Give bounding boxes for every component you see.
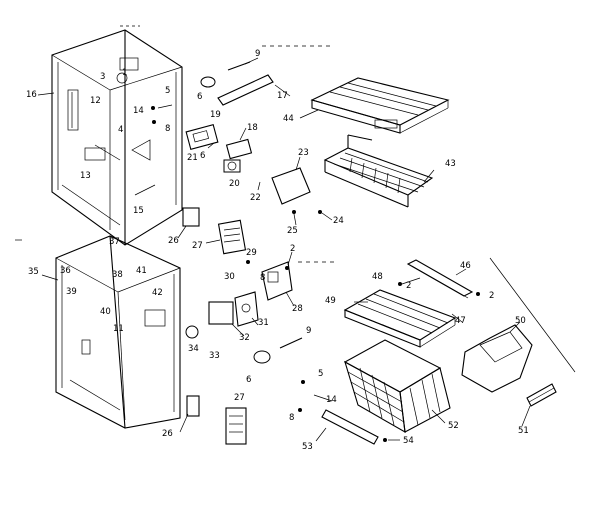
wire-basket-52: [343, 339, 451, 434]
label-31: 31: [258, 318, 269, 328]
label-15: 15: [133, 206, 144, 216]
label-1: 1: [122, 68, 127, 78]
label-17: 17: [277, 91, 288, 101]
guide-line: [489, 257, 576, 373]
label-38: 38: [112, 270, 123, 280]
upper-cabinet-liner: [51, 29, 183, 246]
label-23: 23: [298, 148, 309, 158]
label-39: 39: [66, 287, 77, 297]
label-25: 25: [287, 226, 298, 236]
label-32: 32: [239, 333, 250, 343]
leader-lines: [37, 57, 531, 442]
label-19: 19: [210, 110, 221, 120]
label-34: 34: [188, 344, 199, 354]
lower-cabinet-liner: [55, 235, 181, 429]
label-12: 12: [90, 96, 101, 106]
label-20: 20: [229, 179, 240, 189]
label-2-b: 2: [406, 281, 411, 291]
label-16: 16: [26, 90, 37, 100]
label-5-top: 5: [165, 86, 170, 96]
label-28: 28: [292, 304, 303, 314]
label-27-top: 27: [192, 241, 203, 251]
label-6-bottom: 6: [246, 375, 251, 385]
wire-shelf-43: [323, 134, 434, 208]
label-13: 13: [80, 171, 91, 181]
label-54: 54: [403, 436, 414, 446]
label-26-top: 26: [168, 236, 179, 246]
label-26-bottom: 26: [162, 429, 173, 439]
label-33: 33: [209, 351, 220, 361]
label-35: 35: [28, 267, 39, 277]
label-14-bottom: 14: [326, 395, 337, 405]
label-41: 41: [136, 266, 147, 276]
label-24: 24: [333, 216, 344, 226]
label-18: 18: [247, 123, 258, 133]
label-8-top: 8: [165, 124, 170, 134]
rail-46: [406, 259, 474, 299]
label-8-bottom: 8: [289, 413, 294, 423]
label-27-bottom: 27: [234, 393, 245, 403]
label-11: 11: [113, 324, 124, 334]
label-42: 42: [152, 288, 163, 298]
label-14-top: 14: [133, 106, 144, 116]
label-8-mid: 8: [260, 273, 265, 283]
label-43: 43: [445, 159, 456, 169]
dashed-guides: [15, 25, 335, 263]
label-9-top: 9: [255, 49, 260, 59]
small-parts: [151, 61, 480, 445]
label-3: 3: [100, 72, 105, 82]
label-9-bottom: 9: [306, 326, 311, 336]
label-6-top: 6: [197, 92, 202, 102]
label-49: 49: [325, 296, 336, 306]
callout-labels: 16 9 3 5 12 14 8 6 17 44 19 18 21 20 23 …: [26, 49, 529, 452]
label-46: 46: [460, 261, 471, 271]
label-47: 47: [455, 316, 466, 326]
label-48: 48: [372, 272, 383, 282]
label-6-mid: 6: [200, 151, 205, 161]
shelf-44: [310, 77, 450, 134]
label-53: 53: [302, 442, 313, 452]
channel-51: [526, 383, 557, 407]
label-52: 52: [448, 421, 459, 431]
label-5-bottom: 5: [318, 369, 323, 379]
label-2-a: 2: [290, 244, 295, 254]
label-51: 51: [518, 426, 529, 436]
label-30: 30: [224, 272, 235, 282]
label-40: 40: [100, 307, 111, 317]
label-37: 37: [109, 237, 120, 247]
label-21: 21: [187, 153, 198, 163]
label-50: 50: [515, 316, 526, 326]
bin-50: [461, 324, 533, 393]
shelf-49: [343, 289, 457, 348]
label-22: 22: [250, 193, 261, 203]
label-4: 4: [118, 125, 123, 135]
label-2-c: 2: [489, 291, 494, 301]
label-36: 36: [60, 266, 71, 276]
label-29: 29: [246, 248, 257, 258]
label-44: 44: [283, 114, 294, 124]
